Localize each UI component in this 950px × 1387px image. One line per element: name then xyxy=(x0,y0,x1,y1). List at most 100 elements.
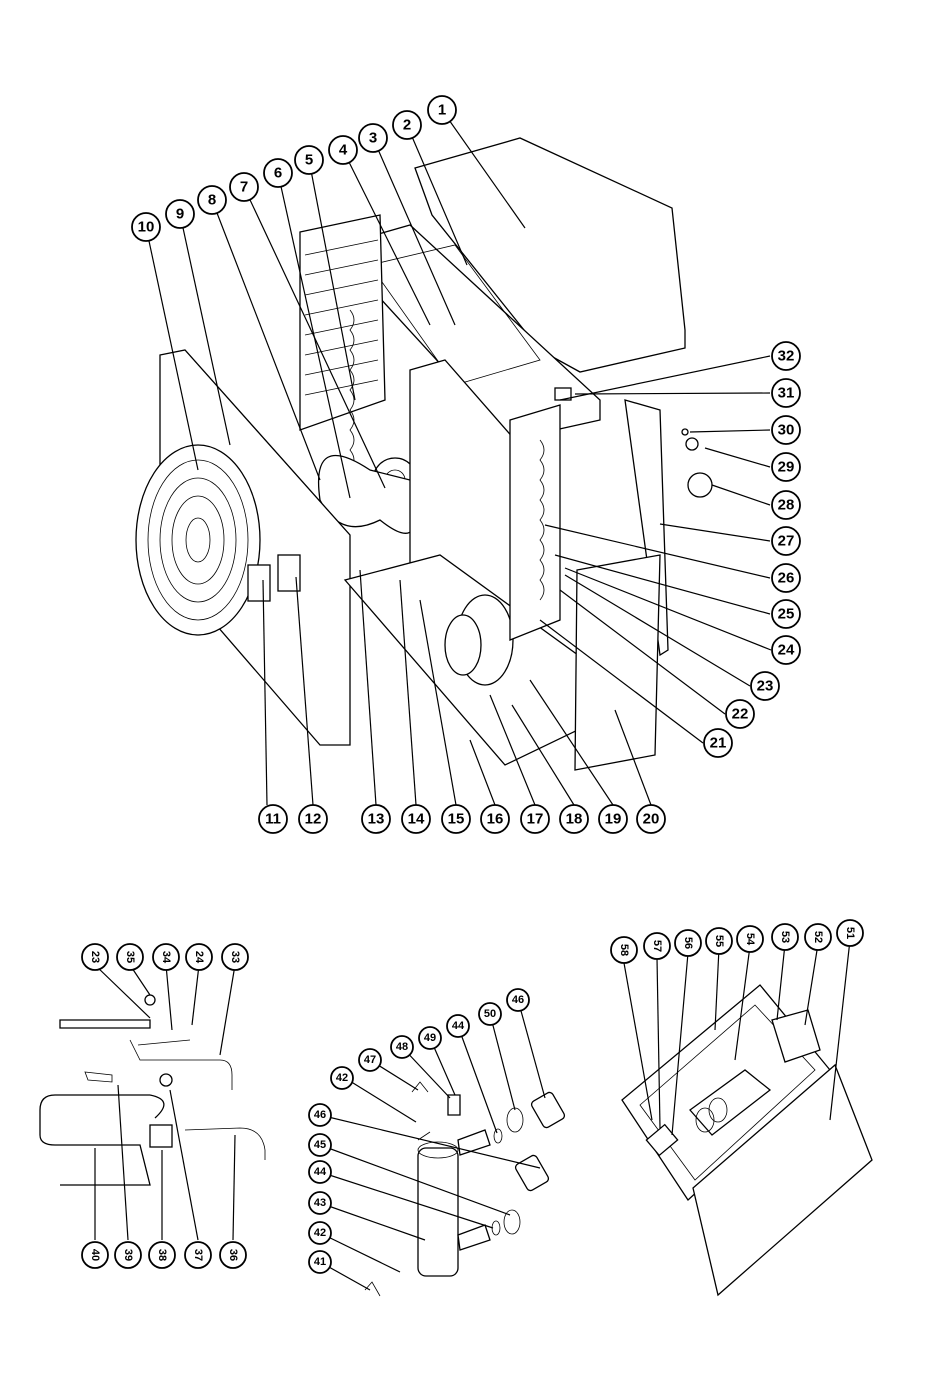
callout-3: 3 xyxy=(359,124,387,152)
svg-text:35: 35 xyxy=(124,951,136,963)
svg-text:44: 44 xyxy=(314,1166,327,1178)
svg-text:49: 49 xyxy=(424,1032,436,1044)
svg-text:26: 26 xyxy=(778,570,795,587)
svg-text:29: 29 xyxy=(778,459,795,476)
svg-text:36: 36 xyxy=(227,1249,239,1261)
coil-spring xyxy=(150,1125,172,1147)
union-nut-lower xyxy=(514,1154,550,1192)
callout-24: 24 xyxy=(772,636,800,664)
callout-e-57: 57 xyxy=(644,933,670,959)
main-exploded-view: 1 2 3 4 5 6 7 8 9 10 11 12 13 14 15 16 1… xyxy=(132,96,800,833)
svg-text:23: 23 xyxy=(757,678,774,695)
callout-13: 13 xyxy=(362,805,390,833)
callout-e-51: 51 xyxy=(837,920,863,946)
svg-text:38: 38 xyxy=(156,1249,168,1261)
callout-p-38: 38 xyxy=(149,1242,175,1268)
callout-p-40: 40 xyxy=(82,1242,108,1268)
callout-h-47: 47 xyxy=(359,1049,381,1071)
callout-7: 7 xyxy=(230,173,258,201)
callout-h-46b: 46 xyxy=(309,1104,331,1126)
callout-e-53: 53 xyxy=(772,924,798,950)
callout-26: 26 xyxy=(772,564,800,592)
callout-p-24: 24 xyxy=(186,944,212,970)
callout-15: 15 xyxy=(442,805,470,833)
svg-text:5: 5 xyxy=(305,152,313,169)
callout-4: 4 xyxy=(329,136,357,164)
u-loop-pipe xyxy=(40,1095,164,1185)
callout-32: 32 xyxy=(772,342,800,370)
svg-text:11: 11 xyxy=(265,811,281,828)
svg-text:22: 22 xyxy=(732,706,749,723)
callout-e-56: 56 xyxy=(675,930,701,956)
svg-text:30: 30 xyxy=(778,422,795,439)
svg-text:3: 3 xyxy=(369,130,377,147)
svg-text:23: 23 xyxy=(89,951,101,963)
callout-h-44b: 44 xyxy=(309,1161,331,1183)
svg-text:41: 41 xyxy=(314,1256,326,1268)
callout-27: 27 xyxy=(772,527,800,555)
svg-text:46: 46 xyxy=(314,1109,326,1121)
callout-1: 1 xyxy=(428,96,456,124)
pressure-gauge xyxy=(688,473,712,497)
callout-22: 22 xyxy=(726,700,754,728)
svg-text:14: 14 xyxy=(408,811,425,828)
svg-text:42: 42 xyxy=(336,1072,348,1084)
svg-text:13: 13 xyxy=(368,811,385,828)
svg-text:45: 45 xyxy=(314,1139,326,1151)
callout-h-45: 45 xyxy=(309,1134,331,1156)
svg-text:34: 34 xyxy=(160,951,172,964)
svg-text:21: 21 xyxy=(710,735,727,752)
callout-e-54: 54 xyxy=(737,926,763,952)
callout-20: 20 xyxy=(637,805,665,833)
svg-text:43: 43 xyxy=(314,1197,326,1209)
callout-21: 21 xyxy=(704,729,732,757)
svg-text:46: 46 xyxy=(512,994,524,1006)
svg-text:55: 55 xyxy=(713,935,725,947)
callout-2: 2 xyxy=(393,111,421,139)
svg-text:1: 1 xyxy=(438,102,446,119)
svg-text:6: 6 xyxy=(274,165,282,182)
four-way-valve-pipe xyxy=(60,1020,150,1028)
condenser-coil xyxy=(510,405,560,640)
controller-display xyxy=(248,565,270,601)
callout-e-52: 52 xyxy=(805,924,831,950)
valve-fitting xyxy=(160,1074,172,1086)
callout-11: 11 xyxy=(259,805,287,833)
callout-12: 12 xyxy=(299,805,327,833)
svg-text:51: 51 xyxy=(844,927,856,939)
svg-text:9: 9 xyxy=(176,206,184,223)
inlet-pipe xyxy=(458,1130,490,1155)
svg-text:25: 25 xyxy=(778,606,795,623)
callout-19: 19 xyxy=(599,805,627,833)
callout-16: 16 xyxy=(481,805,509,833)
sensor-fitting xyxy=(145,995,155,1005)
piping-view: 23 35 34 24 33 40 39 38 37 36 xyxy=(40,944,265,1268)
callout-8: 8 xyxy=(198,186,226,214)
svg-text:4: 4 xyxy=(339,142,348,159)
svg-text:56: 56 xyxy=(682,937,694,949)
svg-text:20: 20 xyxy=(643,811,660,828)
svg-text:58: 58 xyxy=(618,944,630,956)
titanium-heat-exchanger xyxy=(418,1148,458,1276)
callout-h-44a: 44 xyxy=(447,1015,469,1037)
callout-p-36: 36 xyxy=(220,1242,246,1268)
svg-text:16: 16 xyxy=(487,811,504,828)
svg-text:39: 39 xyxy=(122,1249,134,1261)
callout-h-50: 50 xyxy=(479,1003,501,1025)
svg-text:19: 19 xyxy=(605,811,622,828)
svg-text:17: 17 xyxy=(527,811,544,828)
side-panel xyxy=(575,555,660,770)
svg-text:2: 2 xyxy=(403,117,411,134)
callout-30: 30 xyxy=(772,416,800,444)
callout-5: 5 xyxy=(295,146,323,174)
callout-e-55: 55 xyxy=(706,928,732,954)
svg-text:44: 44 xyxy=(452,1020,465,1032)
outlet-pipe xyxy=(458,1225,490,1250)
svg-text:54: 54 xyxy=(744,933,756,946)
callout-h-41: 41 xyxy=(309,1251,331,1273)
callout-10: 10 xyxy=(132,213,160,241)
callout-17: 17 xyxy=(521,805,549,833)
callout-h-42a: 42 xyxy=(331,1067,353,1089)
svg-text:53: 53 xyxy=(779,931,791,943)
